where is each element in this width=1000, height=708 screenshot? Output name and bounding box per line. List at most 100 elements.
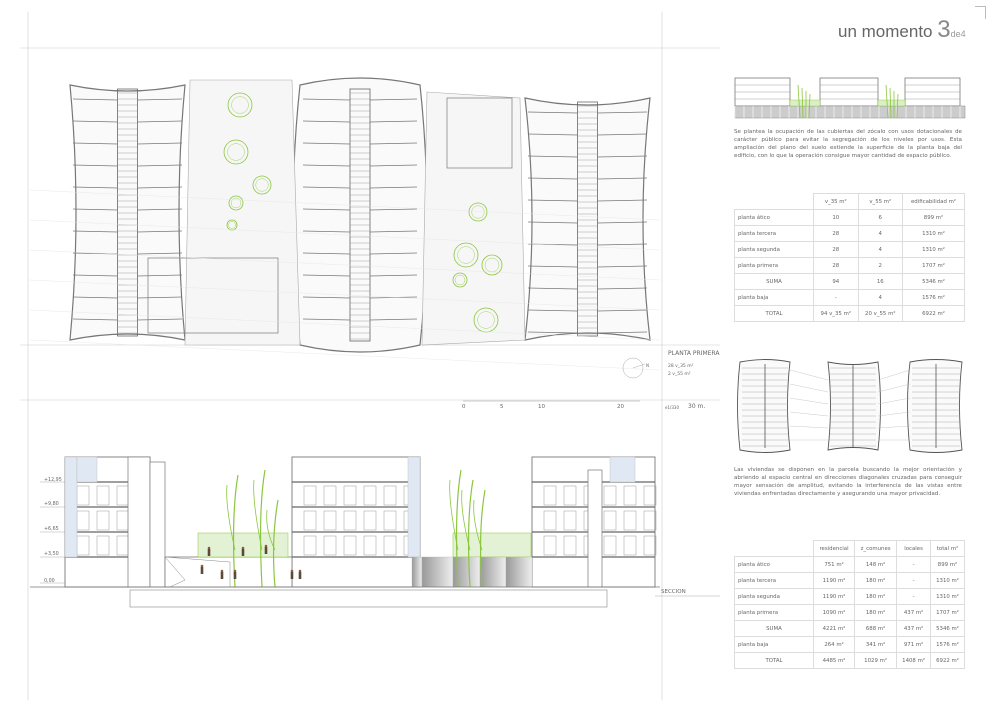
table-cell: planta baja	[734, 289, 814, 306]
frame-lines	[20, 12, 720, 700]
window	[343, 485, 357, 506]
tree-icon	[231, 96, 249, 114]
window	[563, 485, 577, 506]
unit-wall	[72, 142, 118, 145]
unit-wall	[302, 230, 351, 233]
window	[363, 535, 377, 556]
table-cell: 1707 m²	[930, 604, 965, 621]
unit-wall	[302, 208, 351, 211]
window	[623, 485, 637, 506]
tree-icon	[808, 93, 811, 119]
window	[343, 535, 357, 556]
table-cell: planta tercera	[734, 572, 814, 589]
guide-line	[29, 279, 661, 311]
unit-wall	[369, 98, 418, 101]
sheet-number: 3	[937, 16, 951, 43]
tree-icon	[228, 195, 244, 211]
tree-icon	[481, 254, 503, 276]
unit-wall	[72, 98, 118, 101]
window	[323, 510, 337, 531]
table-cell: 1576 m²	[902, 289, 965, 306]
table-cell: 1090 m²	[812, 604, 856, 621]
table-cell: edificabilidad m²	[902, 193, 965, 210]
unit-wall	[527, 111, 578, 114]
building-outline	[69, 84, 186, 341]
level-9-80: +9,80	[44, 502, 59, 507]
table-cell: -	[813, 289, 859, 306]
tree-branch	[253, 479, 263, 551]
table-cell: 6922 m²	[902, 305, 965, 322]
section-drawing	[30, 456, 720, 608]
view-line	[877, 411, 911, 417]
unit-wall	[369, 208, 418, 211]
unit-wall	[137, 142, 183, 145]
unit-wall	[72, 164, 118, 167]
tree-icon	[473, 307, 499, 333]
plan-legend-2: 2 v_55 m²	[668, 372, 691, 377]
section-label: SECCION	[661, 589, 686, 595]
foundation	[129, 589, 608, 608]
unit-wall	[137, 274, 183, 277]
tree-icon	[223, 139, 249, 165]
unit-wall	[302, 98, 351, 101]
person-body	[220, 572, 224, 579]
window	[363, 510, 377, 531]
window	[563, 510, 577, 531]
unit-wall	[72, 274, 118, 277]
glass-facade	[64, 456, 78, 558]
table-cell: -	[896, 556, 932, 573]
table-cell	[735, 541, 814, 557]
table-cell: residencial	[812, 540, 856, 557]
north-arrow	[632, 363, 646, 369]
table-cell: 4485 m²	[812, 652, 856, 669]
stair-core	[149, 461, 166, 588]
table-cell: 4	[857, 241, 904, 258]
person-body	[264, 547, 268, 554]
unit-wall	[597, 331, 648, 334]
building-plan	[524, 97, 651, 341]
tree-icon	[801, 87, 804, 119]
guide-line	[29, 339, 661, 371]
tree-icon	[455, 469, 462, 588]
tree-branch	[473, 499, 483, 551]
table-cell: 28	[813, 257, 859, 274]
person-body	[200, 567, 204, 574]
window	[623, 535, 637, 556]
scale-tick-5: 5	[500, 404, 504, 410]
unit-wall	[302, 296, 351, 299]
window	[643, 485, 657, 506]
view-line	[789, 425, 829, 429]
podium-elevation	[734, 105, 966, 119]
unit-wall	[369, 164, 418, 167]
tree-icon	[479, 489, 486, 588]
table-cell: planta segunda	[734, 241, 814, 258]
tree-icon	[477, 311, 495, 329]
unit-wall	[527, 265, 578, 268]
sheet-count: de4	[950, 29, 966, 39]
person-body	[207, 549, 211, 556]
window	[343, 510, 357, 531]
table-cell: 180 m²	[854, 604, 898, 621]
unit-wall	[527, 287, 578, 290]
unit-wall	[72, 120, 118, 123]
courtyard-left	[184, 79, 301, 346]
person-icon	[298, 569, 302, 573]
table-cell: 264 m²	[812, 636, 856, 653]
table-cell: SUMA	[734, 620, 814, 637]
window	[643, 510, 657, 531]
unit-wall	[137, 230, 183, 233]
view-line	[789, 397, 829, 405]
unit-wall	[369, 186, 418, 189]
table-cell: planta segunda	[734, 588, 814, 605]
scale-ratio: e1/330	[665, 405, 679, 410]
table-cell: planta tercera	[734, 225, 814, 242]
window	[323, 485, 337, 506]
scale-tick-20: 20	[617, 404, 624, 410]
unit-wall	[597, 265, 648, 268]
table-cell: 1707 m²	[902, 257, 965, 274]
